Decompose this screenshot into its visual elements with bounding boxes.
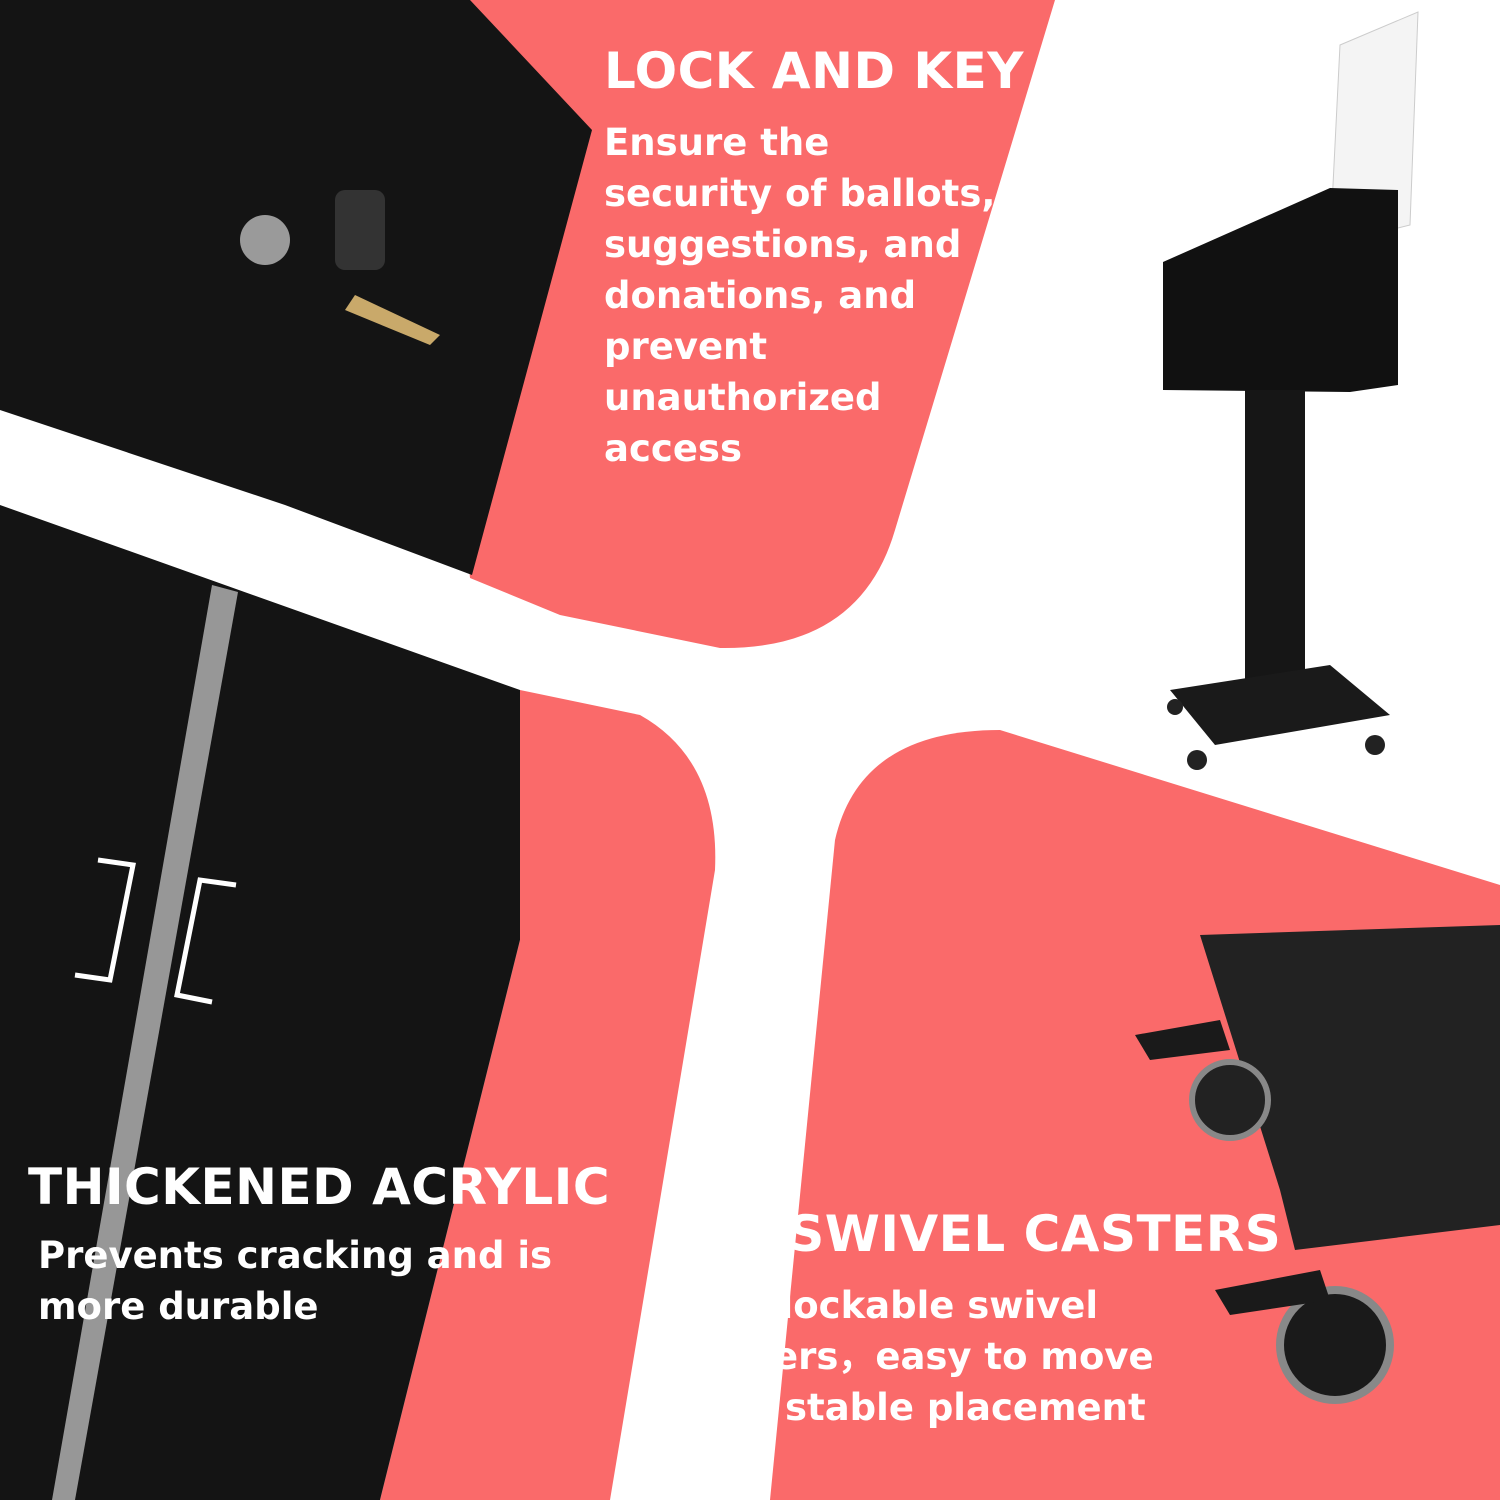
bottom-left-accent-shape xyxy=(380,690,716,1500)
bracket-left xyxy=(74,857,136,983)
acrylic-title: THICKENED ACRYLIC xyxy=(28,1158,611,1216)
top-black-panel xyxy=(0,0,592,575)
bracket-right xyxy=(174,877,237,1005)
casters-title: 4 SWIVEL CASTERS xyxy=(735,1205,1282,1263)
key-head xyxy=(335,190,385,270)
caster-platform xyxy=(1200,925,1500,1250)
lock-title: LOCK AND KEY xyxy=(604,42,1024,100)
acrylic-description: Prevents cracking and is more durable xyxy=(38,1234,553,1328)
acrylic-edge xyxy=(52,585,238,1500)
caster-wheel-top xyxy=(1189,1059,1271,1141)
lock-cylinder xyxy=(240,215,290,265)
caster-wheel-bottom xyxy=(1276,1286,1394,1404)
caster-brake-top xyxy=(1135,1020,1230,1060)
key-icon xyxy=(345,295,440,345)
bottom-left-black-panel xyxy=(0,505,520,1500)
caster-brake-bottom xyxy=(1215,1270,1330,1315)
casters-description: 2 lockable swivel casters，easy to move a… xyxy=(686,1284,1154,1429)
lock-description: Ensure the security of ballots, suggesti… xyxy=(604,121,996,470)
ballot-box-stand-photo xyxy=(1163,11,1419,770)
